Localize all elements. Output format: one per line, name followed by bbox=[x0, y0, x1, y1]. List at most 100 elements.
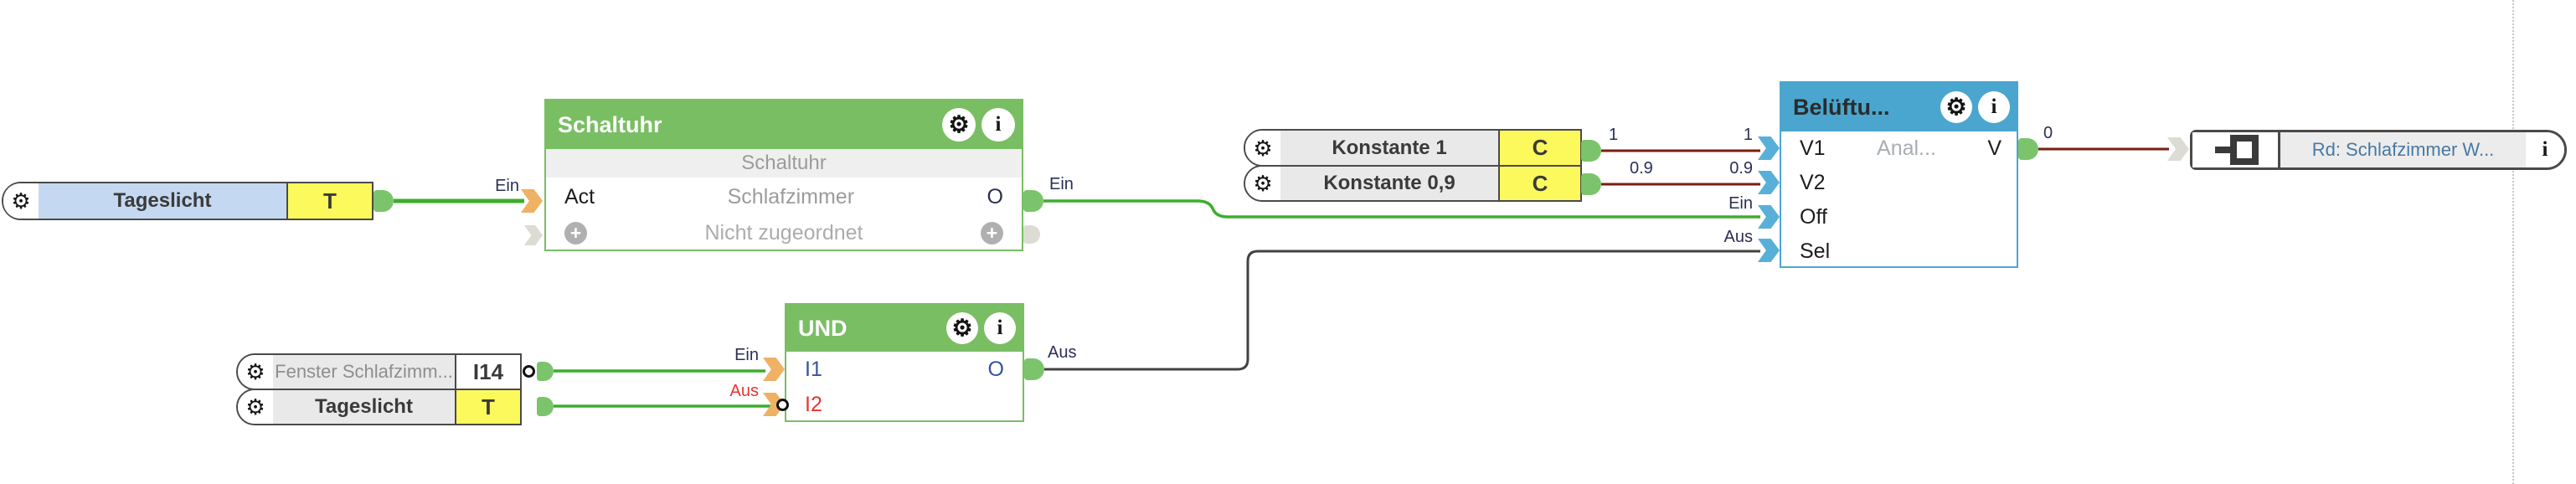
settings-cap[interactable]: ⚙ bbox=[3, 183, 39, 219]
type-badge: C bbox=[1498, 131, 1580, 165]
wire-value-label: 1 bbox=[1609, 126, 1619, 144]
type-badge: T bbox=[455, 390, 520, 424]
und-row-i1: I1 O bbox=[786, 352, 1023, 388]
unassigned-label: Nicht zugeordnet bbox=[704, 220, 863, 245]
wire-value-label: 1 bbox=[1743, 126, 1753, 144]
wire-value-label: 0.9 bbox=[1729, 159, 1753, 178]
belueftung-row-off: Off bbox=[1781, 200, 2017, 234]
block-label: Tageslicht bbox=[39, 183, 286, 219]
belueftung-row-sel: Sel bbox=[1781, 234, 2017, 268]
schaltuhr-subtitle-row: Schaltuhr bbox=[546, 149, 1022, 178]
gear-icon[interactable]: ⚙ bbox=[245, 394, 265, 420]
belueftung-title: Belüftu... bbox=[1793, 94, 1890, 120]
info-button[interactable]: i bbox=[984, 312, 1016, 344]
add-input-button[interactable]: + bbox=[564, 221, 587, 245]
info-button[interactable]: i bbox=[1978, 91, 2010, 123]
type-badge: I14 bbox=[455, 355, 520, 389]
schaltuhr-io-row: Act Schlafzimmer O bbox=[546, 178, 1022, 216]
info-button[interactable]: i bbox=[981, 108, 1015, 142]
info-icon: i bbox=[2542, 138, 2548, 161]
settings-cap[interactable]: ⚙ bbox=[1245, 131, 1280, 165]
settings-cap[interactable]: ⚙ bbox=[1245, 167, 1280, 200]
input-act-label: Act bbox=[564, 184, 595, 209]
output-connector-tageslicht-bottom[interactable] bbox=[537, 397, 554, 416]
output-connector-fenster[interactable] bbox=[537, 362, 554, 381]
output-o-label: O bbox=[987, 358, 1004, 381]
gear-icon: ⚙ bbox=[951, 315, 973, 341]
info-icon: i bbox=[995, 113, 1002, 136]
memory-output-label: Rd: Schlafzimmer W... bbox=[2280, 132, 2526, 167]
wire-value-label: Aus bbox=[1048, 343, 1077, 362]
settings-button[interactable]: ⚙ bbox=[946, 312, 978, 344]
und-header[interactable]: UND ⚙ i bbox=[786, 305, 1023, 352]
output-v-label: V bbox=[1987, 136, 2002, 160]
block-konstante-1[interactable]: ⚙ Konstante 1 C bbox=[1244, 129, 1582, 167]
schaltuhr-add-row: + Nicht zugeordnet + bbox=[546, 216, 1022, 250]
block-schaltuhr[interactable]: Schaltuhr ⚙ i Schaltuhr Act Schlafzimmer… bbox=[544, 99, 1023, 251]
type-badge: T bbox=[286, 183, 372, 219]
schaltuhr-subtitle: Schaltuhr bbox=[741, 152, 827, 174]
add-output-button[interactable]: + bbox=[981, 221, 1003, 245]
settings-cap[interactable]: ⚙ bbox=[238, 355, 273, 389]
output-connector-konstante09[interactable] bbox=[1581, 173, 1601, 195]
wire-value-label: Aus bbox=[1723, 228, 1753, 246]
input-off-label: Off bbox=[1800, 205, 1827, 229]
page-break-line bbox=[2512, 0, 2514, 484]
wire-value-label: Ein bbox=[1049, 175, 1074, 193]
input-v1-label: V1 bbox=[1800, 136, 1826, 160]
schaltuhr-room-label: Schlafzimmer bbox=[727, 184, 855, 209]
belueftung-header[interactable]: Belüftu... ⚙ i bbox=[1781, 83, 2017, 131]
wire-value-label: 0 bbox=[2043, 124, 2053, 142]
output-connector-tageslicht-top[interactable] bbox=[374, 190, 394, 212]
gear-icon[interactable]: ⚙ bbox=[11, 188, 31, 214]
input-i1-label: I1 bbox=[805, 358, 822, 381]
info-icon: i bbox=[997, 317, 1003, 339]
type-badge: C bbox=[1498, 167, 1580, 200]
block-label: Konstante 1 bbox=[1280, 131, 1498, 165]
output-o-label: O bbox=[987, 184, 1003, 209]
block-memory-output[interactable]: Rd: Schlafzimmer W... i bbox=[2190, 130, 2567, 170]
input-sel-label: Sel bbox=[1800, 239, 1831, 263]
block-belueftung[interactable]: Belüftu... ⚙ i V1 Anal... V V2 Off Sel bbox=[1780, 81, 2018, 268]
info-icon: i bbox=[1991, 95, 1997, 118]
input-v2-label: V2 bbox=[1800, 171, 1826, 194]
wire-value-label: Aus bbox=[729, 382, 759, 400]
wire-value-label: 0.9 bbox=[1630, 159, 1653, 178]
block-und[interactable]: UND ⚙ i I1 O I2 bbox=[785, 303, 1024, 422]
und-row-i2: I2 bbox=[786, 388, 1023, 422]
block-label: Fenster Schlafzimm... bbox=[273, 355, 455, 389]
gear-icon[interactable]: ⚙ bbox=[1253, 171, 1273, 196]
output-connector-konstante1[interactable] bbox=[1581, 140, 1601, 162]
inverted-input-marker[interactable] bbox=[776, 399, 789, 411]
inverted-output-marker[interactable] bbox=[523, 365, 535, 378]
output-connector-schaltuhr-spare[interactable] bbox=[1023, 225, 1040, 244]
schaltuhr-header[interactable]: Schaltuhr ⚙ i bbox=[546, 100, 1022, 149]
wire-value-label: Ein bbox=[495, 177, 519, 195]
block-label: Konstante 0,9 bbox=[1280, 167, 1498, 200]
gear-icon[interactable]: ⚙ bbox=[245, 359, 265, 384]
block-tageslicht-bottom[interactable]: ⚙ Tageslicht T bbox=[236, 389, 522, 425]
input-connector-schaltuhr-spare[interactable] bbox=[524, 225, 543, 245]
gear-icon[interactable]: ⚙ bbox=[1253, 135, 1273, 161]
belueftung-row-v2: V2 bbox=[1781, 166, 2017, 200]
wire-value-label: Ein bbox=[1728, 194, 1753, 213]
block-fenster-schlafzimmer[interactable]: ⚙ Fenster Schlafzimm... I14 bbox=[236, 353, 522, 390]
block-konstante-09[interactable]: ⚙ Konstante 0,9 C bbox=[1244, 165, 1582, 202]
gear-icon: ⚙ bbox=[948, 111, 970, 137]
block-tageslicht-top[interactable]: ⚙ Tageslicht T bbox=[2, 182, 374, 220]
output-connector-belueftung-v[interactable] bbox=[2018, 138, 2038, 160]
block-label: Tageslicht bbox=[273, 390, 455, 424]
input-i2-label: I2 bbox=[805, 393, 822, 416]
wire-schaltuhr-to-belueftung-off[interactable] bbox=[1043, 199, 1760, 219]
settings-cap[interactable]: ⚙ bbox=[238, 390, 273, 424]
settings-button[interactable]: ⚙ bbox=[942, 108, 976, 142]
wire-und-to-belueftung-sel[interactable] bbox=[1044, 250, 1760, 371]
info-button[interactable]: i bbox=[2526, 132, 2564, 167]
output-connector-und-o[interactable] bbox=[1024, 358, 1044, 380]
und-title: UND bbox=[798, 315, 848, 341]
wire-value-label: Ein bbox=[734, 346, 759, 364]
output-connector-schaltuhr-o[interactable] bbox=[1023, 190, 1043, 212]
settings-button[interactable]: ⚙ bbox=[1940, 91, 1972, 123]
